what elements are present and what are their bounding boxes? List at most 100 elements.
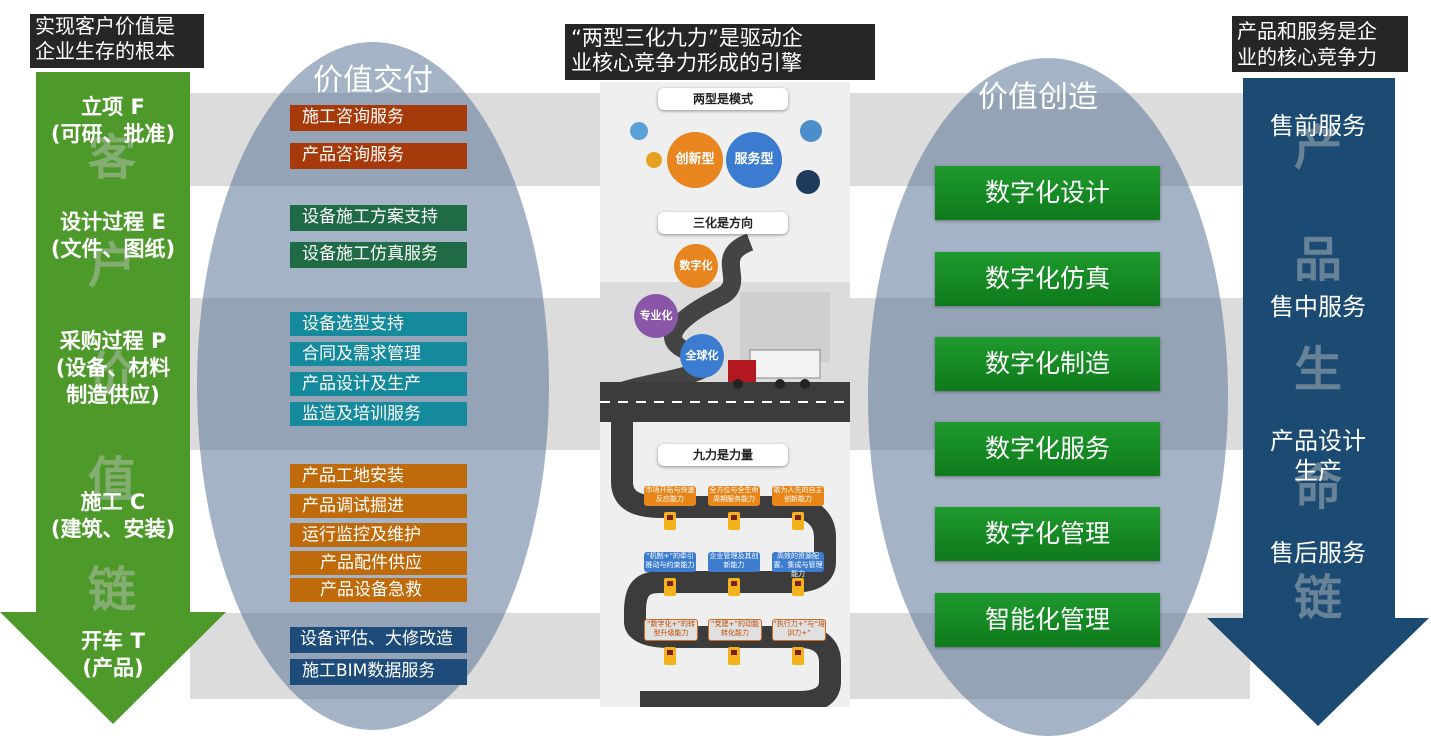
stage-procurement-detail2: 制造供应) [66, 383, 160, 407]
force-label: “党建+”的动能转化能力 [708, 619, 762, 641]
delivery-item: 施工BIM数据服务 [290, 659, 467, 685]
left-arrow-char-1: 客 [88, 130, 137, 186]
right-arrow-char-4: 命 [1294, 460, 1343, 516]
stage-procurement: 采购过程 P (设备、材料 制造供应) [36, 328, 190, 409]
digitalization-circle: 数字化 [674, 244, 718, 288]
globalization-circle: 全球化 [680, 334, 724, 378]
service-type-circle: 服务型 [726, 132, 782, 188]
section-nine-forces: 九力是力量 [658, 444, 788, 466]
stage-initiation-title: 立项 F [81, 95, 145, 119]
digital-manufacturing-button[interactable]: 数字化制造 [935, 337, 1160, 391]
right-header: 产品和服务是企 业的核心竞争力 [1230, 14, 1410, 74]
digital-design-button[interactable]: 数字化设计 [935, 166, 1160, 220]
stage-design-title: 设计过程 E [60, 210, 166, 234]
right-header-line1: 产品和服务是企 [1237, 19, 1377, 43]
stage-procurement-title: 采购过程 P [59, 329, 167, 353]
force-label: “数字化+”的转型升级能力 [644, 619, 698, 641]
fuel-pump-icon [664, 512, 676, 530]
center-header-line2: 业核心竞争力形成的引擎 [571, 51, 802, 75]
stage-design-production-label: 产品设计 [1270, 427, 1366, 455]
left-arrow-char-5: 链 [88, 562, 137, 618]
delivery-item: 运行监控及维护 [290, 523, 467, 547]
globe-icon [630, 122, 648, 140]
stage-commissioning-detail: (产品) [82, 656, 144, 680]
stage-presales: 售前服务 [1243, 111, 1393, 141]
fuel-pump-icon [664, 647, 676, 665]
stage-presales-label: 售前服务 [1270, 112, 1366, 140]
delivery-item: 产品设计及生产 [290, 372, 467, 396]
delivery-item: 设备选型支持 [290, 312, 467, 336]
stage-insales: 售中服务 [1243, 292, 1393, 322]
fuel-pump-icon [792, 647, 804, 665]
delivery-item: 设备评估、大修改造 [290, 627, 467, 653]
stage-procurement-detail: (设备、材料 [55, 356, 171, 380]
right-arrow-char-1: 产 [1294, 120, 1343, 176]
delivery-item: 设备施工方案支持 [290, 205, 467, 231]
plane-icon [796, 170, 820, 194]
fuel-pump-icon [792, 512, 804, 530]
delivery-item: 施工咨询服务 [290, 105, 467, 131]
force-label: 高效的资源配置、集成与管理能力 [772, 552, 824, 578]
fuel-pump-icon [728, 512, 740, 530]
section-three-directions: 三化是方向 [658, 212, 788, 234]
force-label: 企业管理及其创新能力 [708, 552, 760, 572]
center-header: “两型三化九力”是驱动企 业核心竞争力形成的引擎 [565, 24, 875, 80]
stage-construction-title: 施工 C [80, 490, 146, 514]
value-delivery-title: 价值交付 [313, 63, 433, 98]
world-icon [800, 120, 822, 142]
digital-simulation-button[interactable]: 数字化仿真 [935, 252, 1160, 306]
delivery-item: 产品工地安装 [290, 464, 467, 488]
delivery-item: 设备施工仿真服务 [290, 242, 467, 268]
fuel-pump-icon [664, 578, 676, 596]
force-label: 敢为人先的自主创新能力 [772, 486, 824, 506]
stage-construction-detail: (建筑、安装) [50, 517, 176, 541]
right-arrow-char-5: 链 [1294, 570, 1343, 626]
delivery-item: 产品调试掘进 [290, 494, 467, 518]
gear-icon [646, 152, 662, 168]
stage-aftersales: 售后服务 [1243, 538, 1393, 568]
product-life-chain-arrow [1207, 78, 1429, 726]
value-creation-title: 价值创造 [978, 80, 1098, 115]
innovation-type-circle: 创新型 [667, 132, 723, 188]
fuel-pump-icon [728, 578, 740, 596]
left-arrow-char-2: 户 [88, 238, 137, 294]
force-label: “机制+”的牵引推动与约束能力 [644, 552, 696, 572]
force-label: 全方位与全生命周期服务能力 [708, 486, 760, 506]
customer-value-chain-arrow [0, 72, 226, 724]
stage-design-production: 产品设计 生产 [1243, 426, 1393, 486]
delivery-item: 合同及需求管理 [290, 342, 467, 366]
stage-insales-label: 售中服务 [1270, 293, 1366, 321]
stage-initiation-detail: (可研、批准) [50, 122, 176, 146]
fuel-pump-icon [792, 578, 804, 596]
stage-initiation: 立项 F (可研、批准) [36, 94, 190, 148]
stage-design: 设计过程 E (文件、图纸) [36, 209, 190, 263]
delivery-item: 产品配件供应 [290, 551, 467, 575]
specialization-circle: 专业化 [634, 294, 678, 338]
delivery-item: 产品设备急救 [290, 578, 467, 602]
left-header-line2: 企业生存的根本 [35, 39, 175, 63]
intelligent-management-button[interactable]: 智能化管理 [935, 593, 1160, 647]
section-two-types: 两型是模式 [658, 88, 788, 110]
stage-design-detail: (文件、图纸) [50, 237, 176, 261]
stage-commissioning: 开车 T (产品) [36, 628, 190, 682]
fuel-pump-icon [728, 647, 740, 665]
force-label: 市场开拓与快速反应能力 [644, 486, 696, 506]
delivery-item: 监造及培训服务 [290, 402, 467, 426]
left-header-line1: 实现客户价值是 [35, 14, 175, 38]
right-header-line2: 业的核心竞争力 [1237, 45, 1377, 69]
digital-service-button[interactable]: 数字化服务 [935, 422, 1160, 476]
left-header: 实现客户价值是 企业生存的根本 [28, 12, 206, 70]
delivery-item: 产品咨询服务 [290, 143, 467, 169]
right-arrow-char-2: 品 [1294, 232, 1343, 288]
stage-aftersales-label: 售后服务 [1270, 539, 1366, 567]
digital-management-button[interactable]: 数字化管理 [935, 507, 1160, 561]
center-header-line1: “两型三化九力”是驱动企 [571, 26, 803, 50]
left-arrow-char-3: 价 [88, 347, 137, 403]
infographic-panel: 两型是模式 创新型 服务型 三化是方向 数字化 专业化 全球化 九力是力量 市场… [600, 82, 850, 707]
left-arrow-char-4: 值 [88, 452, 137, 508]
stage-commissioning-title: 开车 T [81, 629, 145, 653]
right-arrow-char-3: 生 [1294, 342, 1343, 398]
stage-construction: 施工 C (建筑、安装) [36, 489, 190, 543]
force-label: “执行力+”与“培训力+” [772, 619, 826, 641]
stage-design-production-label2: 生产 [1294, 457, 1342, 485]
